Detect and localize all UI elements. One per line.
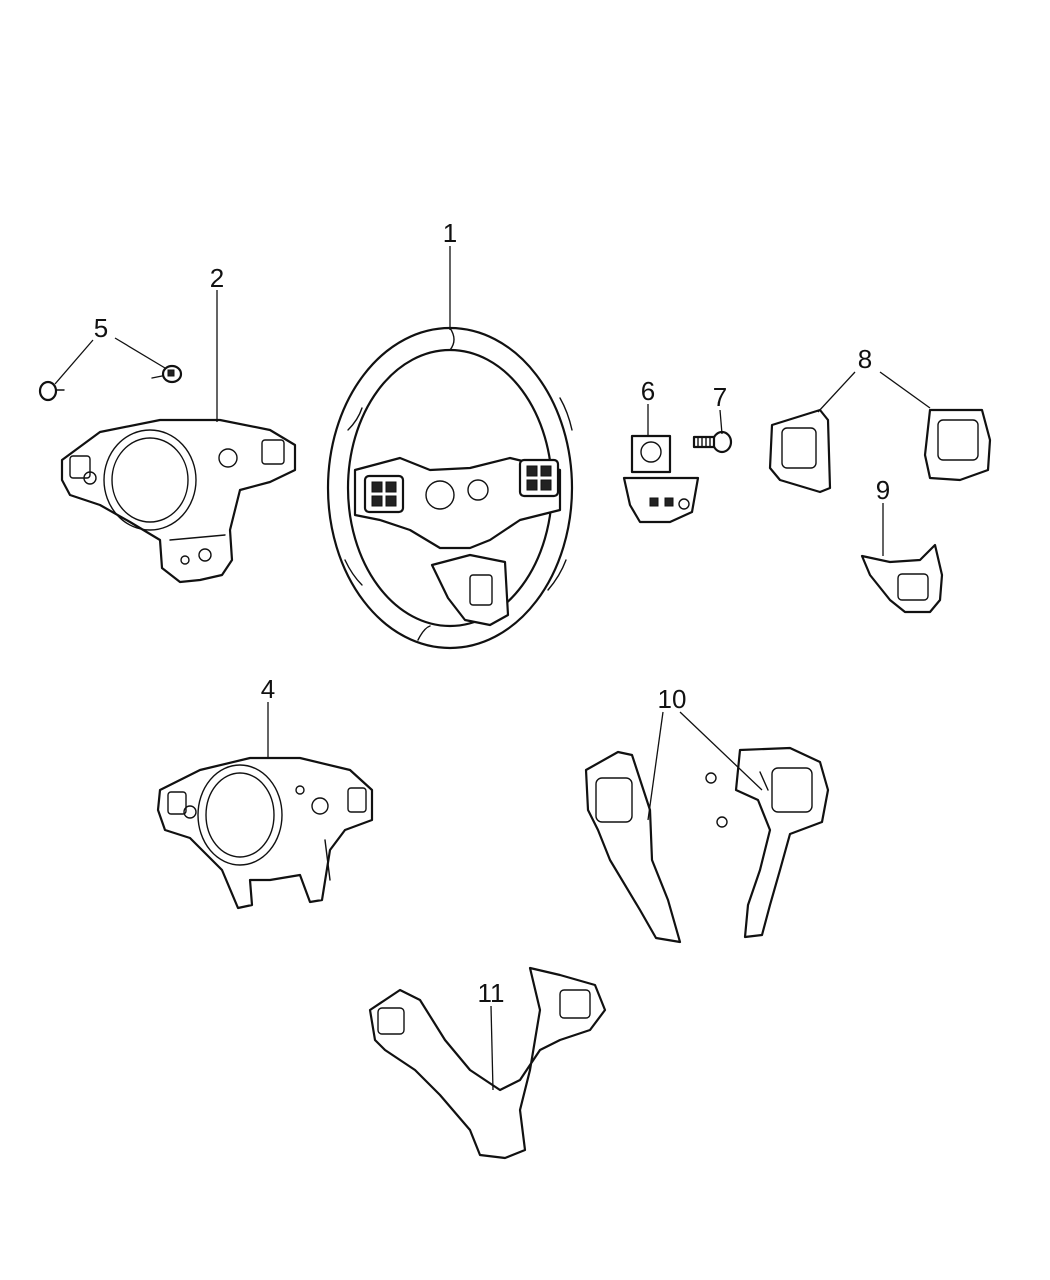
part-5-fastener-left[interactable] xyxy=(38,380,65,402)
part-4-front-cover[interactable] xyxy=(156,756,374,910)
part-6-switch-bracket[interactable] xyxy=(622,434,700,524)
part-1-steering-wheel[interactable] xyxy=(326,326,574,650)
part-9-lower-bezel[interactable] xyxy=(860,543,944,614)
callout-7: 7 xyxy=(713,382,727,412)
part-5-fastener-right[interactable] xyxy=(151,364,183,384)
callout-6: 6 xyxy=(641,376,655,406)
part-10-trim-left[interactable] xyxy=(584,750,682,944)
callout-labels: 1 2 5 4 6 7 8 9 10 11 xyxy=(94,218,890,1008)
part-8-bezel-right[interactable] xyxy=(923,408,992,482)
part-7-screw[interactable] xyxy=(692,430,733,454)
part-10-trim-right[interactable] xyxy=(705,746,830,939)
callout-8: 8 xyxy=(858,344,872,374)
part-11-lower-trim[interactable] xyxy=(368,966,607,1160)
callout-1: 1 xyxy=(443,218,457,248)
callout-9: 9 xyxy=(876,475,890,505)
leader-lines xyxy=(54,246,931,1091)
part-2-rear-cover[interactable] xyxy=(60,418,297,584)
callout-4: 4 xyxy=(261,674,275,704)
callout-5: 5 xyxy=(94,313,108,343)
callout-11: 11 xyxy=(478,978,505,1008)
callout-2: 2 xyxy=(210,263,224,293)
part-8-bezel-left[interactable] xyxy=(768,408,832,494)
callout-10: 10 xyxy=(658,684,687,714)
